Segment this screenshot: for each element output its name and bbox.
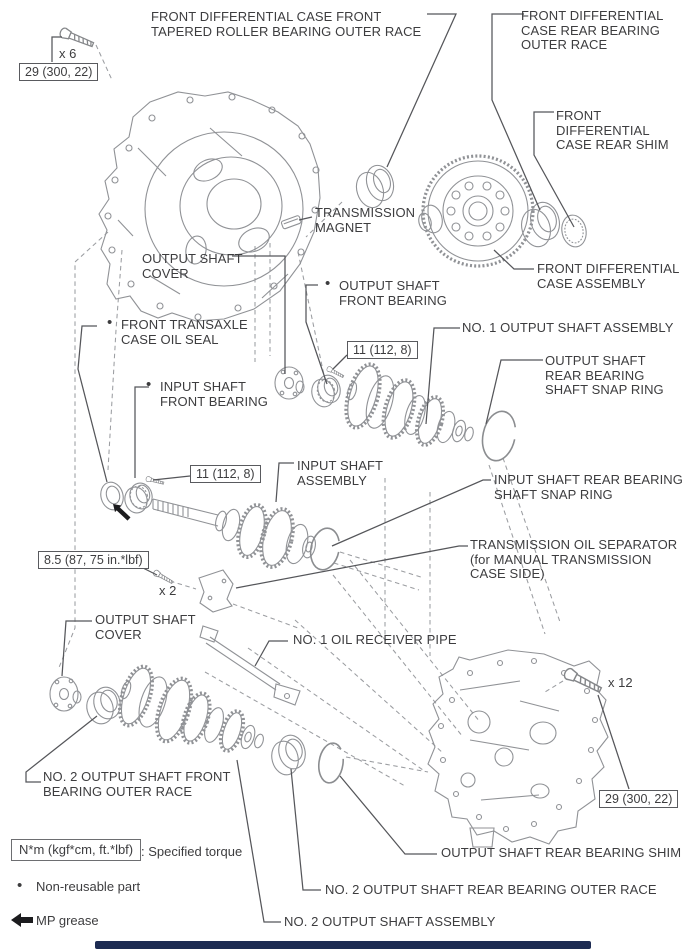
torque-box-x6: 29 (300, 22): [19, 63, 99, 81]
label-front-diff-assembly: FRONT DIFFERENTIAL CASE ASSEMBLY: [537, 261, 680, 291]
output-snap-ring-drawing: [481, 410, 517, 462]
bolt-count-x12: x 12: [608, 675, 633, 690]
label-no2-rear-race: NO. 2 OUTPUT SHAFT REAR BEARING OUTER RA…: [325, 882, 657, 897]
legend-mp-grease-label: MP grease: [36, 913, 99, 928]
torque-box-x12: 29 (300, 22): [599, 790, 679, 808]
legend-torque-label: : Specified torque: [141, 844, 243, 859]
label-no1-oil-receiver-pipe: NO. 1 OIL RECEIVER PIPE: [293, 632, 457, 647]
torque-box-input-bearing: 11 (112, 8): [190, 465, 261, 483]
label-no1-output-shaft-assembly: NO. 1 OUTPUT SHAFT ASSEMBLY: [462, 320, 674, 335]
input-snap-ring-drawing: [309, 527, 341, 571]
legend-bullet-icon: •: [17, 877, 23, 894]
label-oil-separator: TRANSMISSION OIL SEPARATOR (for MANUAL T…: [470, 537, 678, 581]
no2-front-race-drawing: [86, 686, 121, 725]
label-front-transaxle-oil-seal: •FRONT TRANSAXLE CASE OIL SEAL: [107, 314, 248, 347]
label-no2-output-shaft-assembly: NO. 2 OUTPUT SHAFT ASSEMBLY: [284, 914, 496, 929]
leader-lines: [25, 13, 630, 923]
label-no2-front-race: NO. 2 OUTPUT SHAFT FRONT BEARING OUTER R…: [43, 769, 231, 799]
label-transmission-magnet: TRANSMISSION MAGNET: [315, 205, 416, 235]
label-rear-bearing-shim: OUTPUT SHAFT REAR BEARING SHIM: [441, 845, 682, 860]
non-reusable-bullet: •: [325, 275, 331, 292]
front-tapered-bearing-race-drawing: [355, 164, 395, 209]
legend-non-reusable-label: Non-reusable part: [36, 879, 141, 894]
differential-assembly-drawing: [418, 154, 535, 268]
oil-separator-drawing: [198, 569, 234, 613]
oil-receiver-pipe-drawing: [199, 625, 301, 706]
label-output-shaft-front-bearing: •OUTPUT SHAFT FRONT BEARING: [325, 275, 447, 308]
torque-box-separator: 8.5 (87, 75 in.*lbf): [38, 551, 149, 569]
label-input-shaft-front-bearing: •INPUT SHAFT FRONT BEARING: [146, 376, 268, 409]
non-reusable-bullet: •: [146, 376, 152, 393]
oil-seal-drawing: [100, 481, 124, 511]
label-output-shaft-cover-upper: OUTPUT SHAFT COVER: [142, 251, 243, 281]
output-shaft-front-bearing-drawing: [311, 374, 341, 408]
rear-bearing-race-drawing: [521, 201, 560, 248]
bolt-count-x6: x 6: [59, 46, 77, 61]
label-input-rear-snap-ring: INPUT SHAFT REAR BEARING SHAFT SNAP RING: [494, 472, 684, 502]
label-front-diff-rear-shim: FRONT DIFFERENTIAL CASE REAR SHIM: [556, 108, 669, 152]
bolt-count-x2: x 2: [159, 583, 177, 598]
magnet-drawing: [280, 215, 302, 230]
bolt-x12-icon: [561, 666, 604, 696]
mp-grease-marker-icon: [113, 504, 131, 521]
no1-output-shaft-drawing: [344, 362, 474, 447]
label-front-diff-rear-race: FRONT DIFFERENTIAL CASE REAR BEARING OUT…: [521, 8, 664, 52]
no2-output-shaft-drawing: [117, 664, 264, 753]
transaxle-case-drawing: [98, 91, 321, 322]
no2-rear-bearing-race-drawing: [271, 734, 306, 776]
output-shaft-cover-upper-drawing: [274, 366, 305, 400]
torque-box-output-bearing: 11 (112, 8): [347, 341, 418, 359]
output-bearing-bolt-icon: [325, 365, 345, 380]
input-front-bearing-drawing: [124, 482, 153, 514]
footer-bar: [95, 941, 591, 949]
rear-bearing-shim-ring-drawing: [317, 742, 345, 784]
rear-shim-drawing: [561, 214, 587, 248]
label-front-diff-front-race: FRONT DIFFERENTIAL CASE FRONT TAPERED RO…: [151, 9, 422, 39]
non-reusable-bullet: •: [107, 314, 113, 331]
mp-grease-arrow-icon: [11, 913, 33, 927]
label-input-shaft-assembly: INPUT SHAFT ASSEMBLY: [297, 458, 384, 488]
legend-torque-box: N*m (kgf*cm, ft.*lbf): [11, 839, 142, 861]
label-output-shaft-cover-lower: OUTPUT SHAFT COVER: [95, 612, 196, 642]
dashed-construction-lines: [57, 44, 564, 787]
input-bearing-bolt-icon: [145, 475, 165, 487]
output-shaft-cover-lower-drawing: [49, 676, 82, 712]
label-output-rear-snap-ring: OUTPUT SHAFT REAR BEARING SHAFT SNAP RIN…: [545, 353, 664, 397]
input-shaft-drawing: [152, 498, 316, 569]
